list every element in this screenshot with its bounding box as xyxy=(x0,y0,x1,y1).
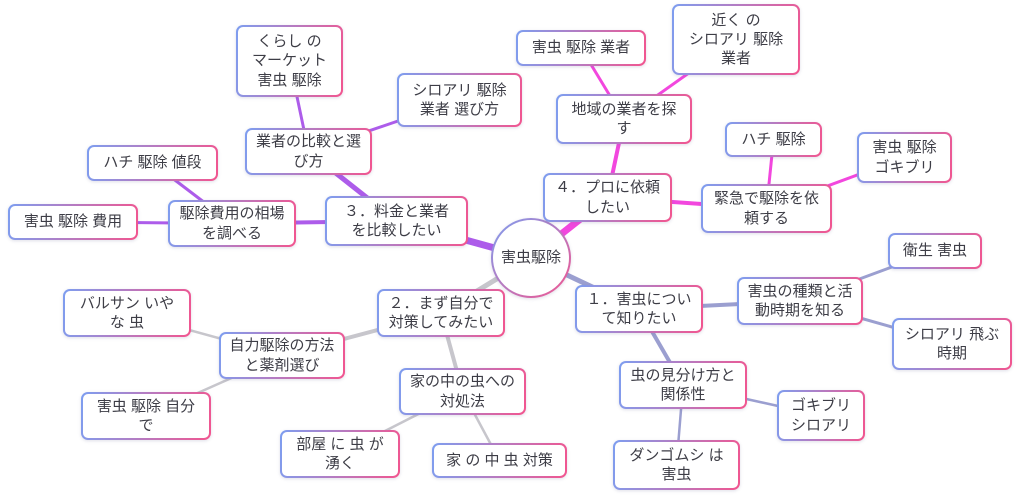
mindmap-node-keyword-termite-vendor-selection[interactable]: シロアリ 駆除 業者 選び方 xyxy=(397,73,522,127)
mindmap-node-keyword-room-bug-infestation[interactable]: 部屋 に 虫 が 湧く xyxy=(280,430,400,478)
mindmap-node-subtopic-identify-bugs[interactable]: 虫の見分け方と 関係性 xyxy=(619,361,747,409)
mindmap-node-keyword-nearby-termite-vendor[interactable]: 近く の シロアリ 駆除 業者 xyxy=(672,4,800,75)
mindmap-node-keyword-balsan-unpleasant-bugs[interactable]: バルサン いや な 虫 xyxy=(63,289,191,337)
mindmap-node-branch-2-diy-measures[interactable]: ２．まず自分で 対策してみたい xyxy=(377,289,505,337)
mindmap-node-keyword-house-bug-measures[interactable]: 家 の 中 虫 対策 xyxy=(432,443,567,478)
mindmap-node-keyword-kurashi-no-market[interactable]: くらし の マーケット 害虫 駆除 xyxy=(236,25,343,97)
mindmap-node-subtopic-diy-methods-chemicals[interactable]: 自力駆除の方法 と薬剤選び xyxy=(219,332,345,379)
mindmap-node-keyword-pest-cockroach[interactable]: 害虫 駆除 ゴキブリ xyxy=(857,132,952,183)
mindmap-node-keyword-bee-removal-price[interactable]: ハチ 駆除 値段 xyxy=(87,145,218,181)
mindmap-node-subtopic-cost-research[interactable]: 駆除費用の相場 を調べる xyxy=(168,200,296,247)
mindmap-node-subtopic-bugs-in-house[interactable]: 家の中の虫への 対処法 xyxy=(399,368,526,415)
mindmap-node-branch-3-compare-prices-vendors[interactable]: ３．料金と業者 を比較したい xyxy=(325,196,468,246)
mindmap-node-keyword-pest-control-vendor[interactable]: 害虫 駆除 業者 xyxy=(516,30,646,66)
mindmap-node-subtopic-urgent-request[interactable]: 緊急で駆除を依 頼する xyxy=(701,184,832,233)
mindmap-node-keyword-pest-control-diy[interactable]: 害虫 駆除 自分 で xyxy=(81,392,211,440)
mindmap-node-keyword-termite-flying-season[interactable]: シロアリ 飛ぶ 時期 xyxy=(892,318,1012,370)
mindmap-node-subtopic-pest-types-seasons[interactable]: 害虫の種類と活 動時期を知る xyxy=(737,277,863,325)
mindmap-node-keyword-pillbug-pest[interactable]: ダンゴムシ は 害虫 xyxy=(613,440,740,490)
mindmap-node-keyword-cockroach-termite[interactable]: ゴキブリ シロアリ xyxy=(777,390,865,441)
mindmap-node-branch-4-hire-pro[interactable]: ４．プロに依頼 したい xyxy=(543,173,672,222)
mindmap-node-subtopic-vendor-comparison[interactable]: 業者の比較と選 び方 xyxy=(245,128,372,175)
mindmap-node-keyword-bee-removal[interactable]: ハチ 駆除 xyxy=(725,122,822,157)
mindmap-node-subtopic-find-local-vendors[interactable]: 地域の業者を探 す xyxy=(556,94,692,144)
mindmap-node-branch-1-learn-about-pests[interactable]: １．害虫につい て知りたい xyxy=(575,285,703,333)
mindmap-node-central-topic[interactable]: 害虫駆除 xyxy=(491,218,571,298)
mindmap-node-keyword-pest-control-cost[interactable]: 害虫 駆除 費用 xyxy=(8,204,138,240)
mindmap-node-keyword-sanitary-pest[interactable]: 衛生 害虫 xyxy=(888,233,982,269)
